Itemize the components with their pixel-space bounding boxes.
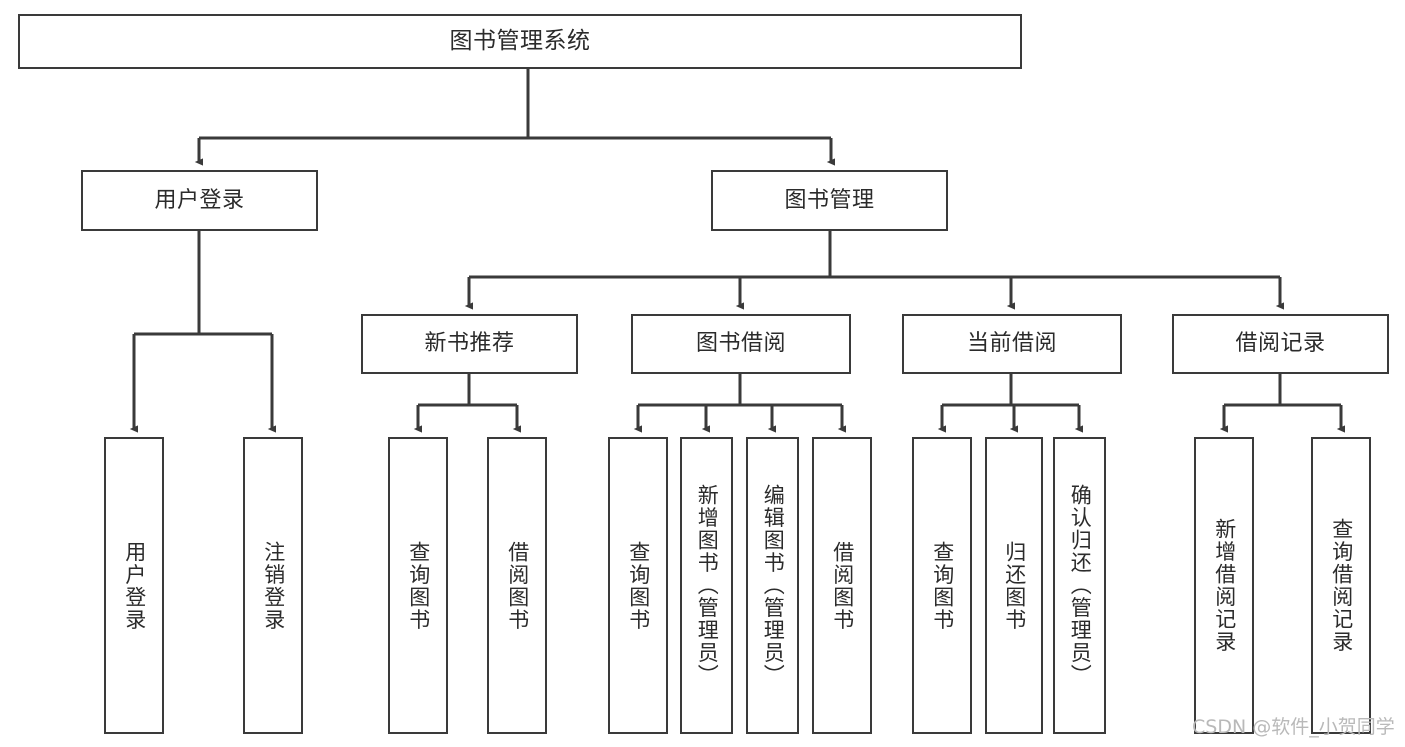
node-user-login-label: 用户登录 bbox=[154, 187, 245, 213]
node-leaf-add-record-label: 新增借阅记录 bbox=[1212, 518, 1237, 653]
node-leaf-query-record[interactable]: 查询借阅记录 bbox=[1311, 437, 1371, 734]
node-borrow-record[interactable]: 借阅记录 bbox=[1172, 314, 1389, 374]
node-leaf-edit-book[interactable]: 编辑图书（管理员） bbox=[746, 437, 799, 734]
node-current-borrow[interactable]: 当前借阅 bbox=[902, 314, 1122, 374]
node-leaf-borrow-book-1-label: 借阅图书 bbox=[505, 540, 530, 631]
node-leaf-confirm-return-label: 确认归还（管理员） bbox=[1068, 484, 1093, 687]
node-leaf-edit-book-label: 编辑图书（管理员） bbox=[761, 484, 786, 687]
node-borrow-record-label: 借阅记录 bbox=[1235, 331, 1326, 357]
node-book-borrow-label: 图书借阅 bbox=[695, 331, 786, 357]
node-leaf-query-book-3-label: 查询图书 bbox=[930, 540, 955, 631]
node-leaf-return-book[interactable]: 归还图书 bbox=[985, 437, 1043, 734]
node-leaf-user-login-label: 用户登录 bbox=[122, 540, 147, 631]
node-root-label: 图书管理系统 bbox=[449, 28, 591, 55]
node-new-book-recommend[interactable]: 新书推荐 bbox=[361, 314, 578, 374]
node-leaf-return-book-label: 归还图书 bbox=[1002, 540, 1027, 631]
node-leaf-query-book-1-label: 查询图书 bbox=[406, 540, 431, 631]
node-leaf-query-book-3[interactable]: 查询图书 bbox=[912, 437, 972, 734]
node-leaf-user-login[interactable]: 用户登录 bbox=[104, 437, 164, 734]
node-leaf-borrow-book-2-label: 借阅图书 bbox=[830, 540, 855, 631]
node-leaf-query-record-label: 查询借阅记录 bbox=[1329, 518, 1354, 653]
node-leaf-logout-label: 注销登录 bbox=[261, 540, 286, 631]
node-leaf-borrow-book-2[interactable]: 借阅图书 bbox=[812, 437, 872, 734]
node-leaf-query-book-1[interactable]: 查询图书 bbox=[388, 437, 448, 734]
node-leaf-borrow-book-1[interactable]: 借阅图书 bbox=[487, 437, 547, 734]
node-leaf-query-book-2-label: 查询图书 bbox=[626, 540, 651, 631]
node-leaf-add-book[interactable]: 新增图书（管理员） bbox=[680, 437, 733, 734]
node-user-login[interactable]: 用户登录 bbox=[81, 170, 318, 231]
csdn-watermark: CSDN @软件_小贺同学 bbox=[1192, 716, 1395, 738]
node-leaf-add-book-label: 新增图书（管理员） bbox=[695, 484, 720, 687]
node-leaf-logout[interactable]: 注销登录 bbox=[243, 437, 303, 734]
node-book-manage-label: 图书管理 bbox=[784, 187, 875, 213]
node-root[interactable]: 图书管理系统 bbox=[18, 14, 1022, 69]
node-book-manage[interactable]: 图书管理 bbox=[711, 170, 948, 231]
node-new-book-recommend-label: 新书推荐 bbox=[424, 331, 515, 357]
node-leaf-query-book-2[interactable]: 查询图书 bbox=[608, 437, 668, 734]
node-current-borrow-label: 当前借阅 bbox=[966, 331, 1057, 357]
node-book-borrow[interactable]: 图书借阅 bbox=[631, 314, 851, 374]
node-leaf-confirm-return[interactable]: 确认归还（管理员） bbox=[1053, 437, 1106, 734]
node-leaf-add-record[interactable]: 新增借阅记录 bbox=[1194, 437, 1254, 734]
